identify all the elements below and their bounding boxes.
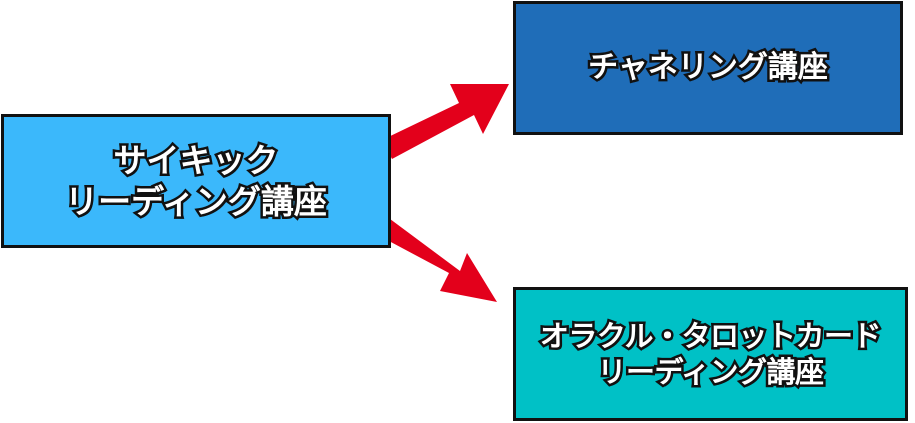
channeling-course-label: チャネリング講座 [586,48,831,88]
psychic-reading-course-label: サイキック リーディング講座 [63,138,330,223]
psychic-reading-line-2: リーディング講座 [63,179,330,223]
oracle-tarot-reading-course-label: オラクル・タロットカード リーディング講座 [537,316,884,391]
oracle-tarot-line-1: オラクル・タロットカード [537,316,884,355]
channeling-line-1: チャネリング講座 [586,48,831,88]
psychic-reading-course-box[interactable]: サイキック リーディング講座 [1,114,391,248]
psychic-reading-line-1: サイキック [111,138,281,182]
arrow-to-oracle-tarot [372,213,497,302]
channeling-course-box[interactable]: チャネリング講座 [513,1,903,135]
arrow-to-channeling [382,84,509,159]
oracle-tarot-line-2: リーディング講座 [595,352,826,391]
oracle-tarot-reading-course-box[interactable]: オラクル・タロットカード リーディング講座 [513,287,908,421]
